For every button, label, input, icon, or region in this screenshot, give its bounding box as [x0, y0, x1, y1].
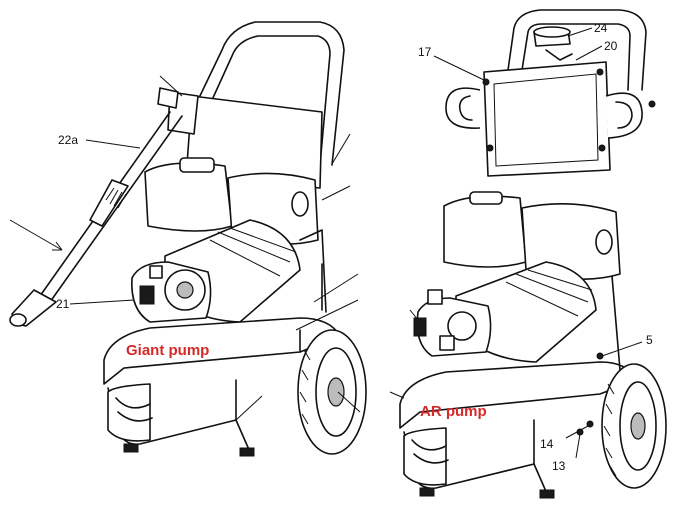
callout-14: 14	[540, 437, 554, 451]
callout-22a: 22a	[58, 133, 78, 147]
right-pressure-washer	[399, 9, 667, 499]
right-leader-lines	[389, 27, 643, 459]
giant-pump-label: Giant pump	[126, 342, 209, 359]
callout-21: 21	[56, 297, 70, 311]
callout-24: 24	[594, 21, 608, 35]
ar-pump-label: AR pump	[420, 403, 487, 420]
callout-13: 13	[552, 459, 566, 473]
callout-5: 5	[646, 333, 653, 347]
left-pressure-washer	[9, 21, 367, 457]
left-leader-lines	[9, 75, 361, 421]
callout-20: 20	[604, 39, 618, 53]
callout-17: 17	[418, 45, 432, 59]
